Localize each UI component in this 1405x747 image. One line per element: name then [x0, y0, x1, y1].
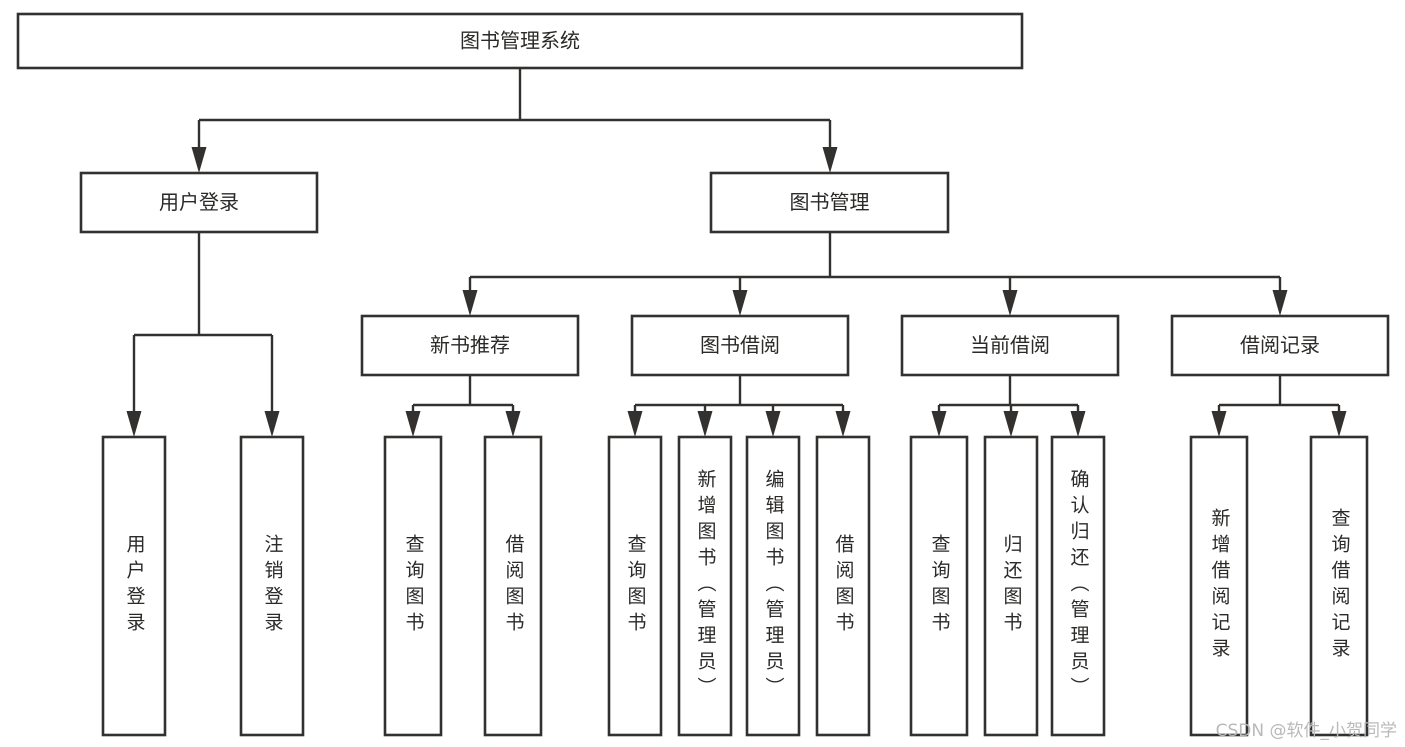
node-book-borrow[interactable]: 图书借阅	[630, 314, 850, 377]
node-label-leaf-query-record: 查询借阅记录	[1328, 508, 1351, 664]
connector-bus-current-borrow	[931, 375, 1086, 437]
node-leaf-borrow-book-2[interactable]: 借阅图书	[815, 435, 871, 737]
connector-bus-root	[191, 68, 838, 173]
node-label-leaf-borrow-book-2: 借阅图书	[832, 534, 855, 638]
node-label-new-book-rec: 新书推荐	[430, 333, 510, 357]
connector-layer	[126, 68, 1347, 437]
node-label-leaf-add-book: 新增图书（管理员）	[694, 469, 717, 703]
node-root[interactable]: 图书管理系统	[16, 12, 1024, 70]
node-layer: 图书管理系统用户登录图书管理新书推荐图书借阅当前借阅借阅记录用户登录注销登录查询…	[16, 12, 1390, 737]
node-label-leaf-user-login: 用户登录	[123, 534, 146, 638]
node-leaf-user-logout[interactable]: 注销登录	[239, 435, 305, 737]
connector-bus-user-login	[126, 232, 280, 437]
node-label-wrap-leaf-user-login: 用户登录	[123, 534, 146, 638]
node-label-borrow-record: 借阅记录	[1240, 333, 1320, 357]
node-leaf-query-book-3[interactable]: 查询图书	[909, 435, 969, 737]
node-label-wrap-leaf-edit-book: 编辑图书（管理员）	[762, 469, 785, 703]
node-label-leaf-user-logout: 注销登录	[261, 534, 284, 638]
node-label-wrap-leaf-add-record: 新增借阅记录	[1208, 508, 1231, 664]
node-label-leaf-confirm-return: 确认归还（管理员）	[1067, 469, 1090, 703]
connector-bus-new-book-rec	[405, 375, 521, 437]
node-leaf-query-book-2[interactable]: 查询图书	[607, 435, 663, 737]
node-leaf-add-record[interactable]: 新增借阅记录	[1189, 435, 1249, 737]
node-label-wrap-leaf-borrow-book-2: 借阅图书	[832, 534, 855, 638]
connector-bus-borrow-record	[1211, 375, 1347, 437]
node-label-leaf-query-book-2: 查询图书	[624, 534, 647, 638]
node-label-leaf-add-record: 新增借阅记录	[1208, 508, 1231, 664]
node-label-wrap-leaf-query-record: 查询借阅记录	[1328, 508, 1351, 664]
node-label-wrap-leaf-query-book-1: 查询图书	[402, 534, 425, 638]
node-leaf-query-record[interactable]: 查询借阅记录	[1309, 435, 1369, 737]
node-leaf-user-login[interactable]: 用户登录	[101, 435, 167, 737]
node-label-wrap-leaf-query-book-2: 查询图书	[624, 534, 647, 638]
connector-bus-book-admin	[462, 232, 1288, 316]
node-label-wrap-leaf-confirm-return: 确认归还（管理员）	[1067, 469, 1090, 703]
node-leaf-confirm-return[interactable]: 确认归还（管理员）	[1050, 435, 1106, 737]
node-label-root: 图书管理系统	[460, 29, 580, 53]
node-borrow-record[interactable]: 借阅记录	[1170, 314, 1390, 377]
node-label-leaf-edit-book: 编辑图书（管理员）	[762, 469, 785, 703]
node-label-wrap-leaf-add-book: 新增图书（管理员）	[694, 469, 717, 703]
node-label-leaf-query-book-1: 查询图书	[402, 534, 425, 638]
node-label-book-admin: 图书管理	[790, 190, 870, 214]
node-label-user-login: 用户登录	[159, 190, 239, 214]
node-book-admin[interactable]: 图书管理	[709, 171, 950, 234]
node-label-wrap-leaf-query-book-3: 查询图书	[928, 534, 951, 638]
node-leaf-query-book-1[interactable]: 查询图书	[383, 435, 443, 737]
node-leaf-edit-book[interactable]: 编辑图书（管理员）	[745, 435, 801, 737]
node-label-wrap-leaf-return-book: 归还图书	[1000, 534, 1023, 638]
node-leaf-borrow-book-1[interactable]: 借阅图书	[483, 435, 543, 737]
node-label-book-borrow: 图书借阅	[700, 333, 780, 357]
node-label-leaf-query-book-3: 查询图书	[928, 534, 951, 638]
node-leaf-add-book[interactable]: 新增图书（管理员）	[677, 435, 733, 737]
node-current-borrow[interactable]: 当前借阅	[900, 314, 1120, 377]
node-label-wrap-leaf-borrow-book-1: 借阅图书	[502, 534, 525, 638]
node-new-book-rec[interactable]: 新书推荐	[360, 314, 580, 377]
node-label-leaf-return-book: 归还图书	[1000, 534, 1023, 638]
node-label-wrap-leaf-user-logout: 注销登录	[261, 534, 284, 638]
node-label-current-borrow: 当前借阅	[970, 333, 1050, 357]
connector-bus-book-borrow	[627, 375, 851, 437]
node-label-leaf-borrow-book-1: 借阅图书	[502, 534, 525, 638]
node-leaf-return-book[interactable]: 归还图书	[983, 435, 1039, 737]
node-user-login[interactable]: 用户登录	[79, 171, 319, 234]
